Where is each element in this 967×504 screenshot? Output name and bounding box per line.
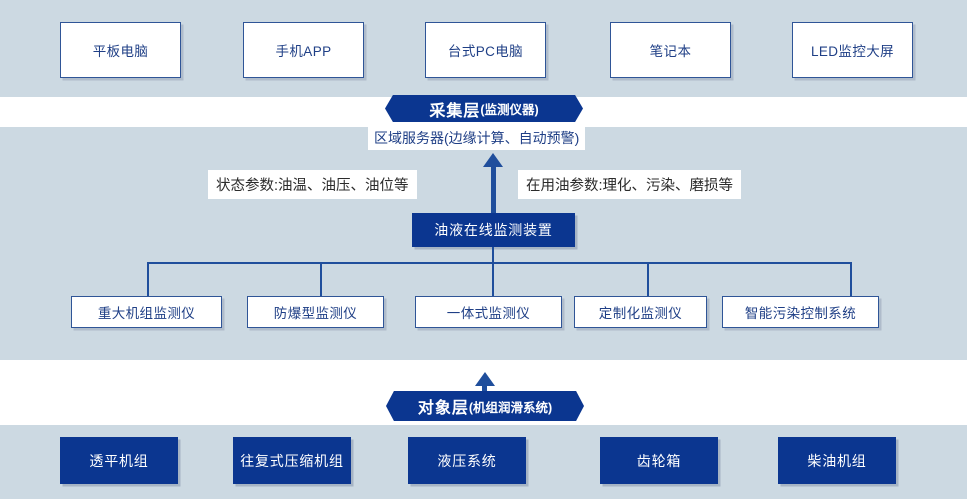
instrument-box-explosion-proof[interactable]: 防爆型监测仪 [247,296,384,328]
oil-online-monitoring-device-box[interactable]: 油液在线监测装置 [412,213,575,247]
equipment-box-gearbox[interactable]: 齿轮箱 [600,437,718,484]
arrow-device-to-server-head [483,153,503,167]
tree-drop-line-5 [850,262,852,296]
app-box-mobile-app[interactable]: 手机APP [243,22,364,78]
app-box-tablet[interactable]: 平板电脑 [60,22,181,78]
equipment-box-reciprocating-compressor[interactable]: 往复式压缩机组 [233,437,351,484]
collection-banner-main: 采集层 [429,102,481,120]
collection-layer-banner: 采集层 (监测仪器) [385,95,583,122]
instrument-box-smart-contamination-control[interactable]: 智能污染控制系统 [722,296,879,328]
equipment-box-diesel-unit[interactable]: 柴油机组 [778,437,896,484]
app-box-desktop-pc[interactable]: 台式PC电脑 [425,22,546,78]
collection-banner-sub: (监测仪器) [480,103,539,117]
arrow-object-to-collection-head [475,372,495,386]
instrument-box-integrated[interactable]: 一体式监测仪 [415,296,562,328]
arrow-device-to-server-shaft [491,166,496,214]
equipment-box-turbine-unit[interactable]: 透平机组 [60,437,178,484]
object-banner-main: 对象层 [417,400,469,417]
tree-drop-line-3 [492,262,494,296]
tree-drop-line-4 [647,262,649,296]
param-label-status: 状态参数:油温、油压、油位等 [208,170,417,199]
region-server-label: 区域服务器(边缘计算、自动预警) [368,126,586,150]
equipment-box-hydraulic-system[interactable]: 液压系统 [408,437,526,484]
instrument-box-customized[interactable]: 定制化监测仪 [574,296,707,328]
app-box-laptop[interactable]: 笔记本 [610,22,731,78]
tree-drop-line-2 [320,262,322,296]
app-box-led-screen[interactable]: LED监控大屏 [792,22,913,78]
tree-drop-line-1 [147,262,149,296]
param-label-oil: 在用油参数:理化、污染、磨损等 [518,170,742,199]
object-layer-banner: 对象层 (机组润滑系统) [386,391,584,421]
tree-horizontal-bar [147,262,852,264]
object-banner-sub: (机组润滑系统) [468,400,553,415]
instrument-box-major-unit[interactable]: 重大机组监测仪 [71,296,222,328]
